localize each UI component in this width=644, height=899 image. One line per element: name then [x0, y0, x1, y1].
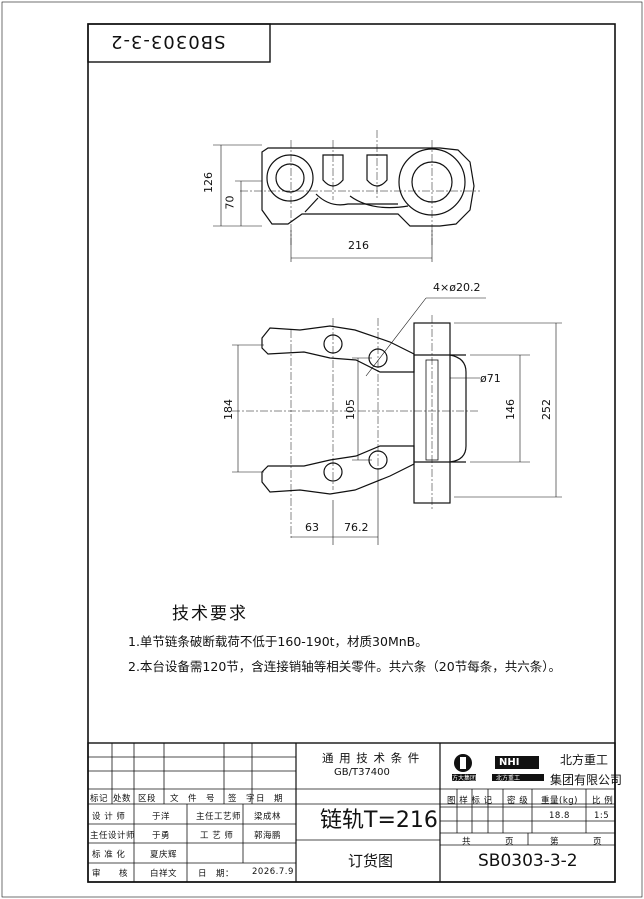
role-standardization: 标 准 化 — [92, 850, 126, 860]
logo-left-text: 方大集团 — [452, 775, 477, 782]
name-reviewer: 白祥文 — [150, 869, 178, 879]
logo-right-text: NHI — [499, 757, 520, 768]
dim-top-height: 126 — [202, 172, 215, 193]
date-label: 日 期： — [198, 869, 235, 879]
stage-header-secret: 密 级 — [507, 796, 529, 806]
rev-header-count: 处数 — [113, 794, 132, 804]
date-value: 2026.7.9 — [252, 867, 294, 877]
logo-mark — [452, 754, 544, 781]
stage-header-weight: 重量(kg) — [541, 796, 578, 806]
name-designer: 于洋 — [152, 812, 171, 822]
top-view — [261, 147, 475, 227]
scale-value: 1:5 — [594, 811, 610, 821]
dim-bottom-left: 63 — [305, 521, 319, 534]
part-name: 链轨T=216 — [320, 808, 438, 833]
standard-code: GB/T37400 — [334, 767, 390, 778]
dim-holes: 4×ø20.2 — [433, 281, 481, 294]
name-standardization: 夏庆辉 — [150, 850, 178, 860]
document-type: 订货图 — [348, 852, 394, 870]
rev-header-docno: 文 件 号 — [170, 794, 216, 804]
stage-header-scale: 比 例 — [592, 796, 614, 806]
dim-top-half: 70 — [223, 195, 237, 210]
total-label: 共 — [462, 837, 472, 847]
dim-pitch: 216 — [348, 239, 369, 252]
role-process: 工 艺 师 — [200, 831, 234, 841]
rev-header-mark: 标记 — [90, 794, 109, 804]
drawing-number-stamp: SB0303-3-2 — [110, 31, 226, 52]
company-line-1: 北方重工 — [560, 753, 609, 767]
rev-header-sign: 签 字 — [228, 794, 256, 804]
sheet-page-label: 页 — [593, 837, 603, 847]
tech-requirement-1: 1.单节链条破断载荷不低于160-190t，材质30MnB。 — [128, 634, 428, 649]
name-chief-process: 梁成林 — [254, 812, 282, 822]
rev-header-zone: 区段 — [138, 794, 157, 804]
sheet-label: 第 — [550, 837, 560, 847]
tech-requirements-title: 技术要求 — [172, 604, 248, 624]
total-page-label: 页 — [505, 837, 515, 847]
name-chief-designer: 于勇 — [152, 831, 171, 841]
role-chief-process: 主任工艺师 — [196, 812, 242, 822]
title-block-grid — [87, 742, 616, 883]
logo-right-subtext: 北方重工 — [496, 775, 521, 782]
tech-requirement-2: 2.本台设备需120节，含连接销轴等相关零件。共六条（20节每条，共六条）。 — [128, 659, 561, 674]
dim-bottom-right: 76.2 — [344, 521, 369, 534]
role-reviewer: 审 核 — [92, 869, 129, 879]
role-chief-designer: 主任设计师 — [90, 831, 136, 841]
front-view — [261, 322, 467, 504]
dim-mid-height: 105 — [344, 399, 357, 420]
weight-value: 18.8 — [549, 811, 570, 821]
dim-left-height: 184 — [222, 399, 235, 420]
standard-title: 通 用 技 术 条 件 — [322, 751, 421, 765]
name-process: 郭海鹏 — [254, 831, 282, 841]
dim-right-outer: 252 — [540, 399, 553, 420]
stage-header-mark: 图 样 标 记 — [447, 796, 493, 806]
dim-pin-dia: ø71 — [480, 372, 501, 385]
dim-right-inner: 146 — [504, 399, 517, 420]
rev-header-date: 日 期 — [256, 794, 284, 804]
role-designer: 设 计 师 — [92, 812, 126, 822]
company-line-2: 集团有限公司 — [550, 773, 623, 787]
drawing-number: SB0303-3-2 — [478, 851, 578, 871]
